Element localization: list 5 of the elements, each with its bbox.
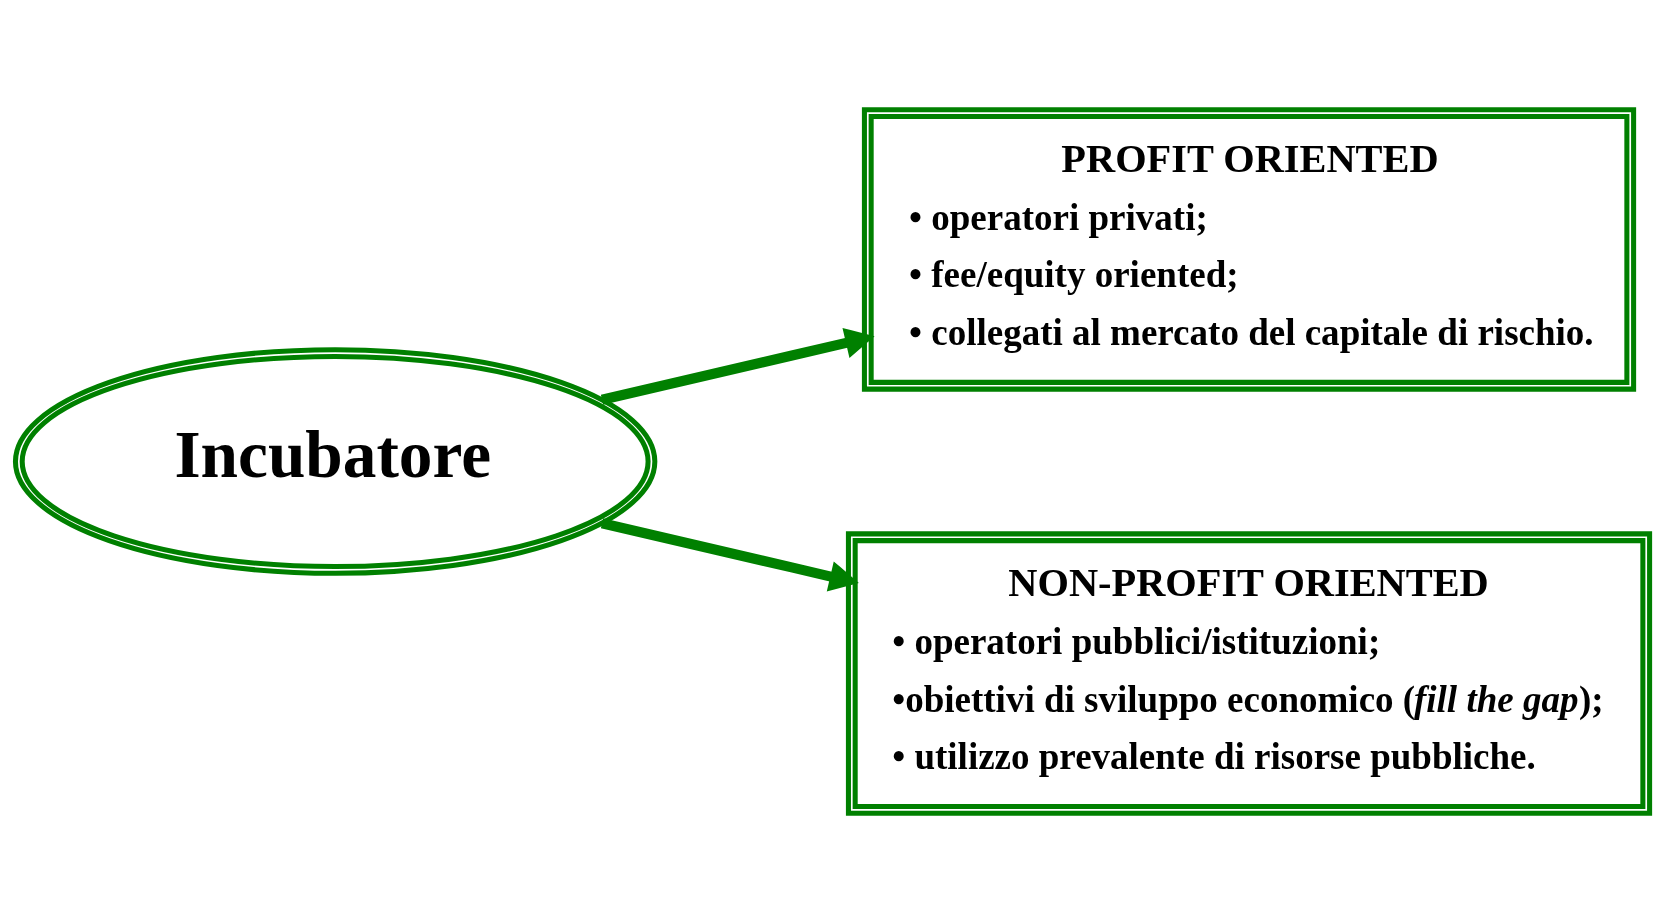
- node-ellipse: Incubatore: [12, 347, 658, 576]
- node-box: PROFIT ORIENTED • operatori privati; • fee/equity oriented; • collegati al mercato del capitale di rischio.: [861, 107, 1637, 392]
- arrow: [600, 327, 875, 405]
- arrow: [600, 518, 859, 592]
- node-box: NON-PROFIT ORIENTED • operatori pubblici/istituzioni; •obiettivi di sviluppo economico (fill the gap); • utilizzo prevalente di risorse pubbliche.: [845, 531, 1653, 816]
